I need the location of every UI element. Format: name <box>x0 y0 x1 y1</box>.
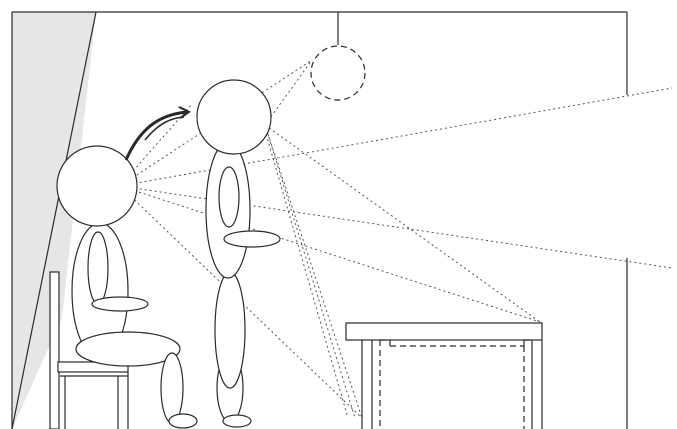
standing-figure <box>196 79 281 428</box>
curved-arrow <box>124 112 188 161</box>
room-outline <box>11 11 628 429</box>
wall-edge <box>11 11 97 429</box>
curved-arrow-second-stroke <box>144 116 185 141</box>
ghost-head-outline <box>310 45 366 101</box>
table-with-dashed-underside <box>345 322 543 429</box>
dotted-sight-lines <box>119 59 673 419</box>
seated-figure <box>56 145 198 429</box>
